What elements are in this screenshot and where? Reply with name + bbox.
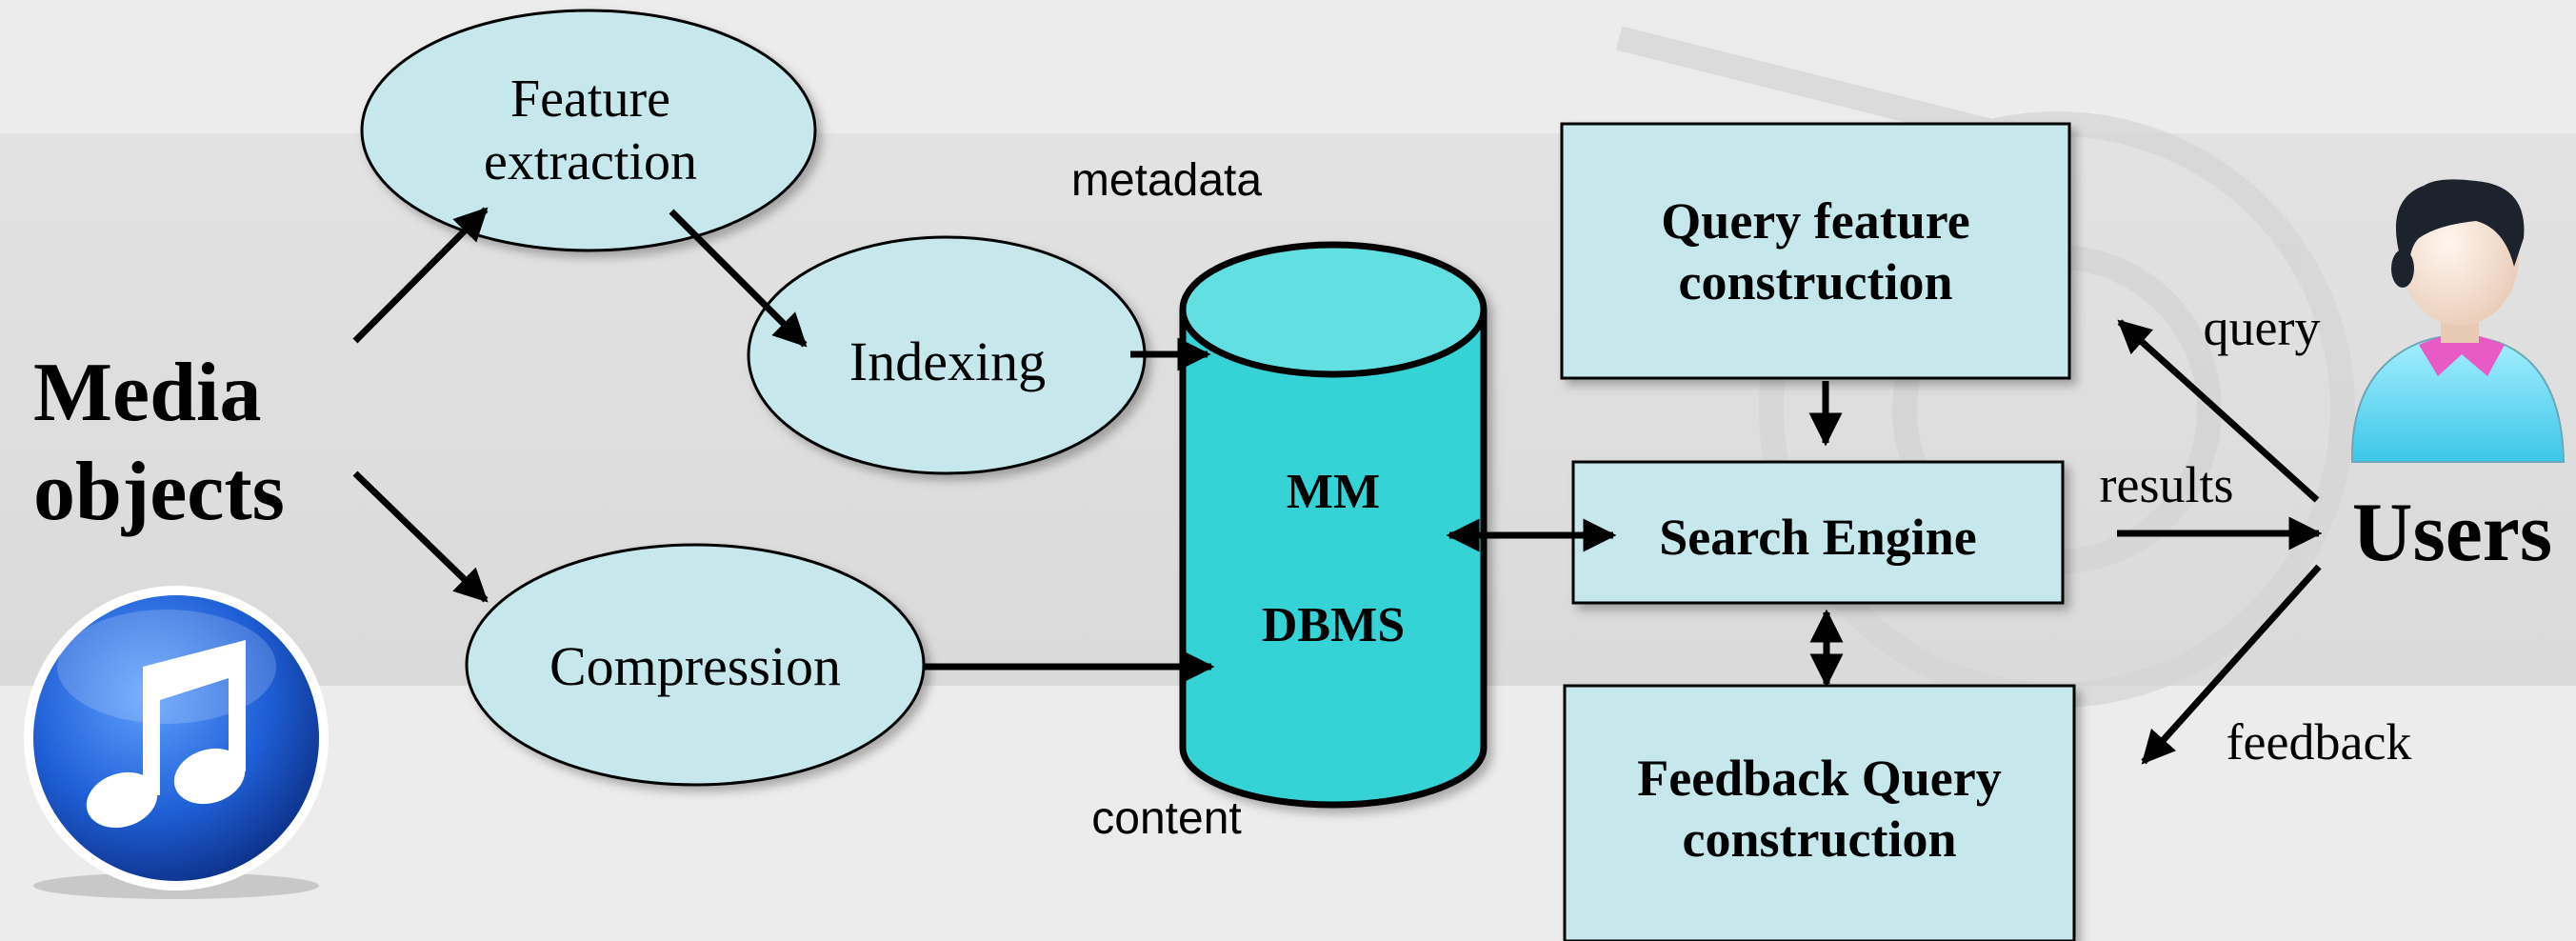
feature-extraction-label: Feature extraction [484,69,697,191]
feature-extraction-node [360,9,817,252]
query-feature-construction-label: Query feature construction [1661,192,1970,310]
media-objects-label: Media objects [33,347,285,538]
edges [352,207,2323,765]
search-engine-label: Search Engine [1659,509,1977,567]
users-label: Users [2351,487,2553,580]
content-label: content [1091,792,1242,844]
edge-feature-to-indexing [669,209,808,348]
mm-dbms-label-bottom: DBMS [1261,598,1406,653]
metadata-label: metadata [1070,154,1263,206]
mm-dbms-cylinder [1179,241,1488,809]
query-label: query [2203,299,2321,357]
results-label: results [2099,456,2234,514]
feedback-label: feedback [2226,713,2412,771]
indexing-label: Indexing [849,330,1047,392]
user-avatar-icon [2350,179,2566,463]
edge-media-to-feature [352,207,489,344]
mm-dbms-label-top: MM [1286,465,1381,520]
feedback-query-construction-label: Feedback Query construction [1637,750,2002,868]
compression-label: Compression [549,634,842,697]
edge-media-to-compression [352,470,489,603]
feedback-query-construction-node [1563,684,2076,941]
edge-users-query [2117,319,2320,503]
edge-users-feedback [2141,564,2322,765]
query-feature-construction-node [1560,122,2071,380]
music-note-icon [24,586,329,899]
